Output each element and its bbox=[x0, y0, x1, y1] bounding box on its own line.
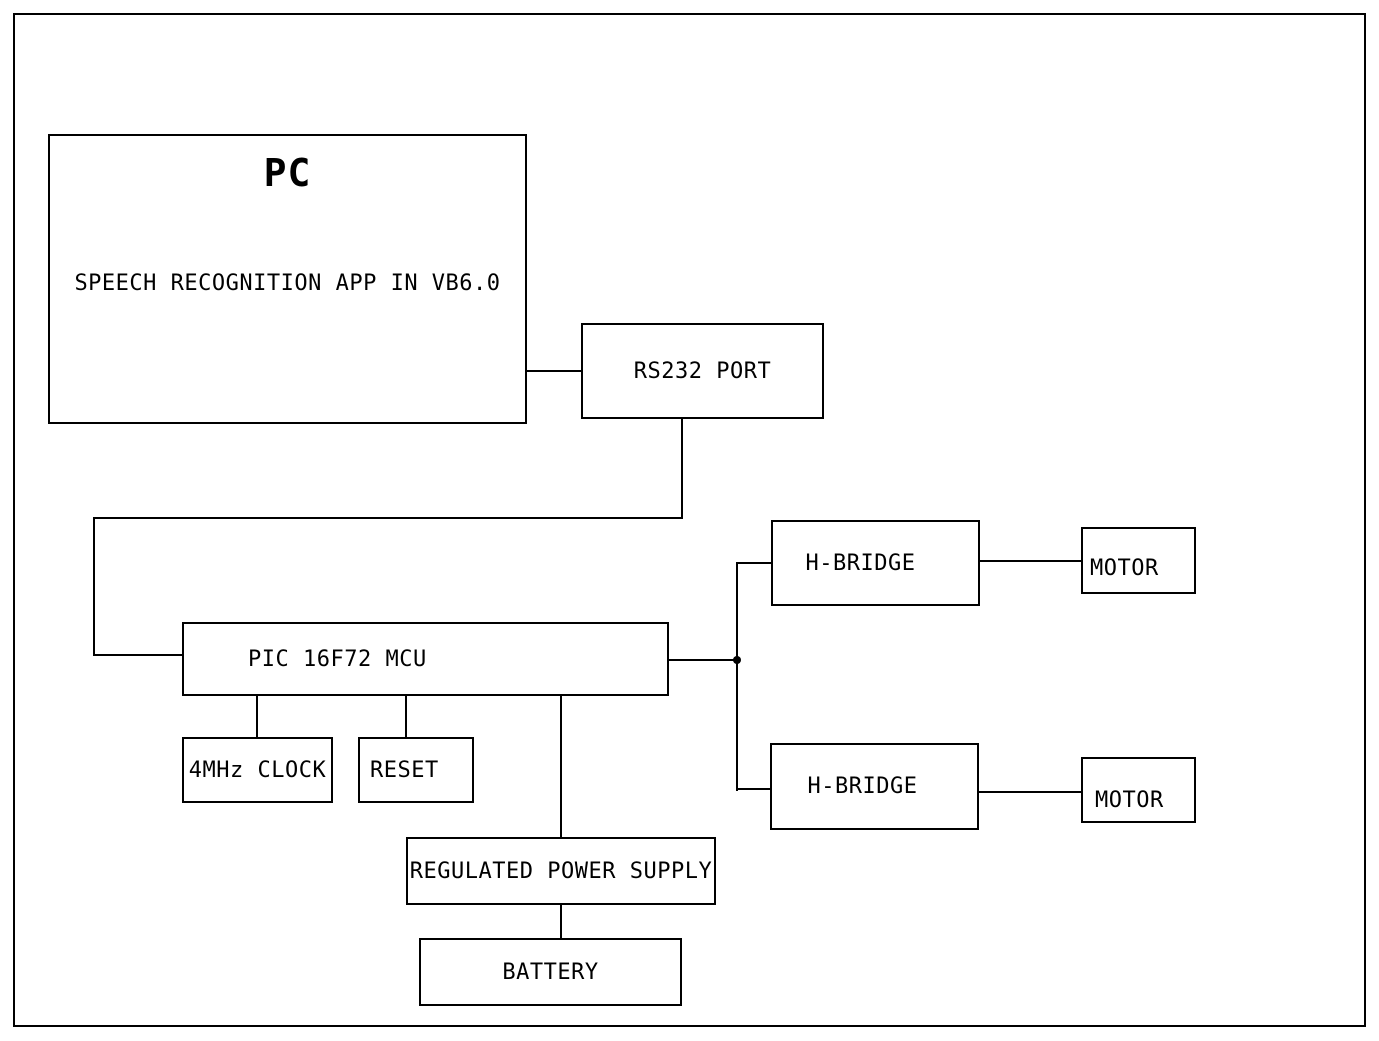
block-pc: PC SPEECH RECOGNITION APP IN VB6.0 bbox=[48, 134, 527, 424]
block-motor-bottom-label: MOTOR bbox=[1095, 787, 1164, 813]
connector-rs232-down bbox=[681, 419, 683, 519]
connector-pc-to-rs232 bbox=[527, 370, 581, 372]
block-pc-title: PC bbox=[263, 151, 312, 195]
block-regulated-power-supply-label: REGULATED POWER SUPPLY bbox=[409, 858, 713, 884]
block-regulated-power-supply: REGULATED POWER SUPPLY bbox=[406, 837, 716, 905]
block-h-bridge-bottom-label: H-BRIDGE bbox=[807, 774, 918, 799]
block-mcu: PIC 16F72 MCU bbox=[182, 622, 669, 696]
block-reset: RESET bbox=[358, 737, 474, 803]
connector-mcu-to-power-supply bbox=[560, 696, 562, 837]
block-clock: 4MHz CLOCK bbox=[182, 737, 333, 803]
block-mcu-label: PIC 16F72 MCU bbox=[248, 646, 427, 672]
junction-dot bbox=[733, 656, 741, 664]
block-reset-label: RESET bbox=[370, 757, 439, 783]
block-motor-top-label: MOTOR bbox=[1090, 556, 1159, 581]
connector-hbridge-bottom-to-motor bbox=[979, 791, 1081, 793]
diagram-outer-frame bbox=[13, 13, 1366, 1027]
block-rs232-port-label: RS232 PORT bbox=[633, 358, 772, 384]
connector-left-down bbox=[93, 517, 95, 656]
block-battery: BATTERY bbox=[419, 938, 682, 1006]
block-h-bridge-bottom: H-BRIDGE bbox=[770, 743, 979, 830]
connector-rs232-across-left bbox=[93, 517, 683, 519]
block-rs232-port: RS232 PORT bbox=[581, 323, 824, 419]
connector-branch-hbridge-bottom bbox=[736, 788, 770, 790]
block-motor-bottom: MOTOR bbox=[1081, 757, 1196, 823]
block-h-bridge-top: H-BRIDGE bbox=[771, 520, 980, 606]
connector-mcu-to-clock bbox=[256, 696, 258, 737]
connector-junction-vertical bbox=[736, 562, 738, 791]
block-h-bridge-top-label: H-BRIDGE bbox=[805, 550, 916, 576]
block-pc-subtitle: SPEECH RECOGNITION APP IN VB6.0 bbox=[74, 271, 501, 296]
block-motor-top: MOTOR bbox=[1081, 527, 1196, 594]
connector-mcu-to-junction bbox=[669, 659, 739, 661]
connector-power-supply-to-battery bbox=[560, 905, 562, 938]
block-clock-label: 4MHz CLOCK bbox=[188, 757, 327, 783]
connector-branch-hbridge-top bbox=[736, 562, 771, 564]
connector-into-mcu bbox=[93, 654, 182, 656]
connector-hbridge-top-to-motor bbox=[980, 560, 1081, 562]
block-battery-label: BATTERY bbox=[502, 959, 599, 985]
connector-mcu-to-reset bbox=[405, 696, 407, 737]
